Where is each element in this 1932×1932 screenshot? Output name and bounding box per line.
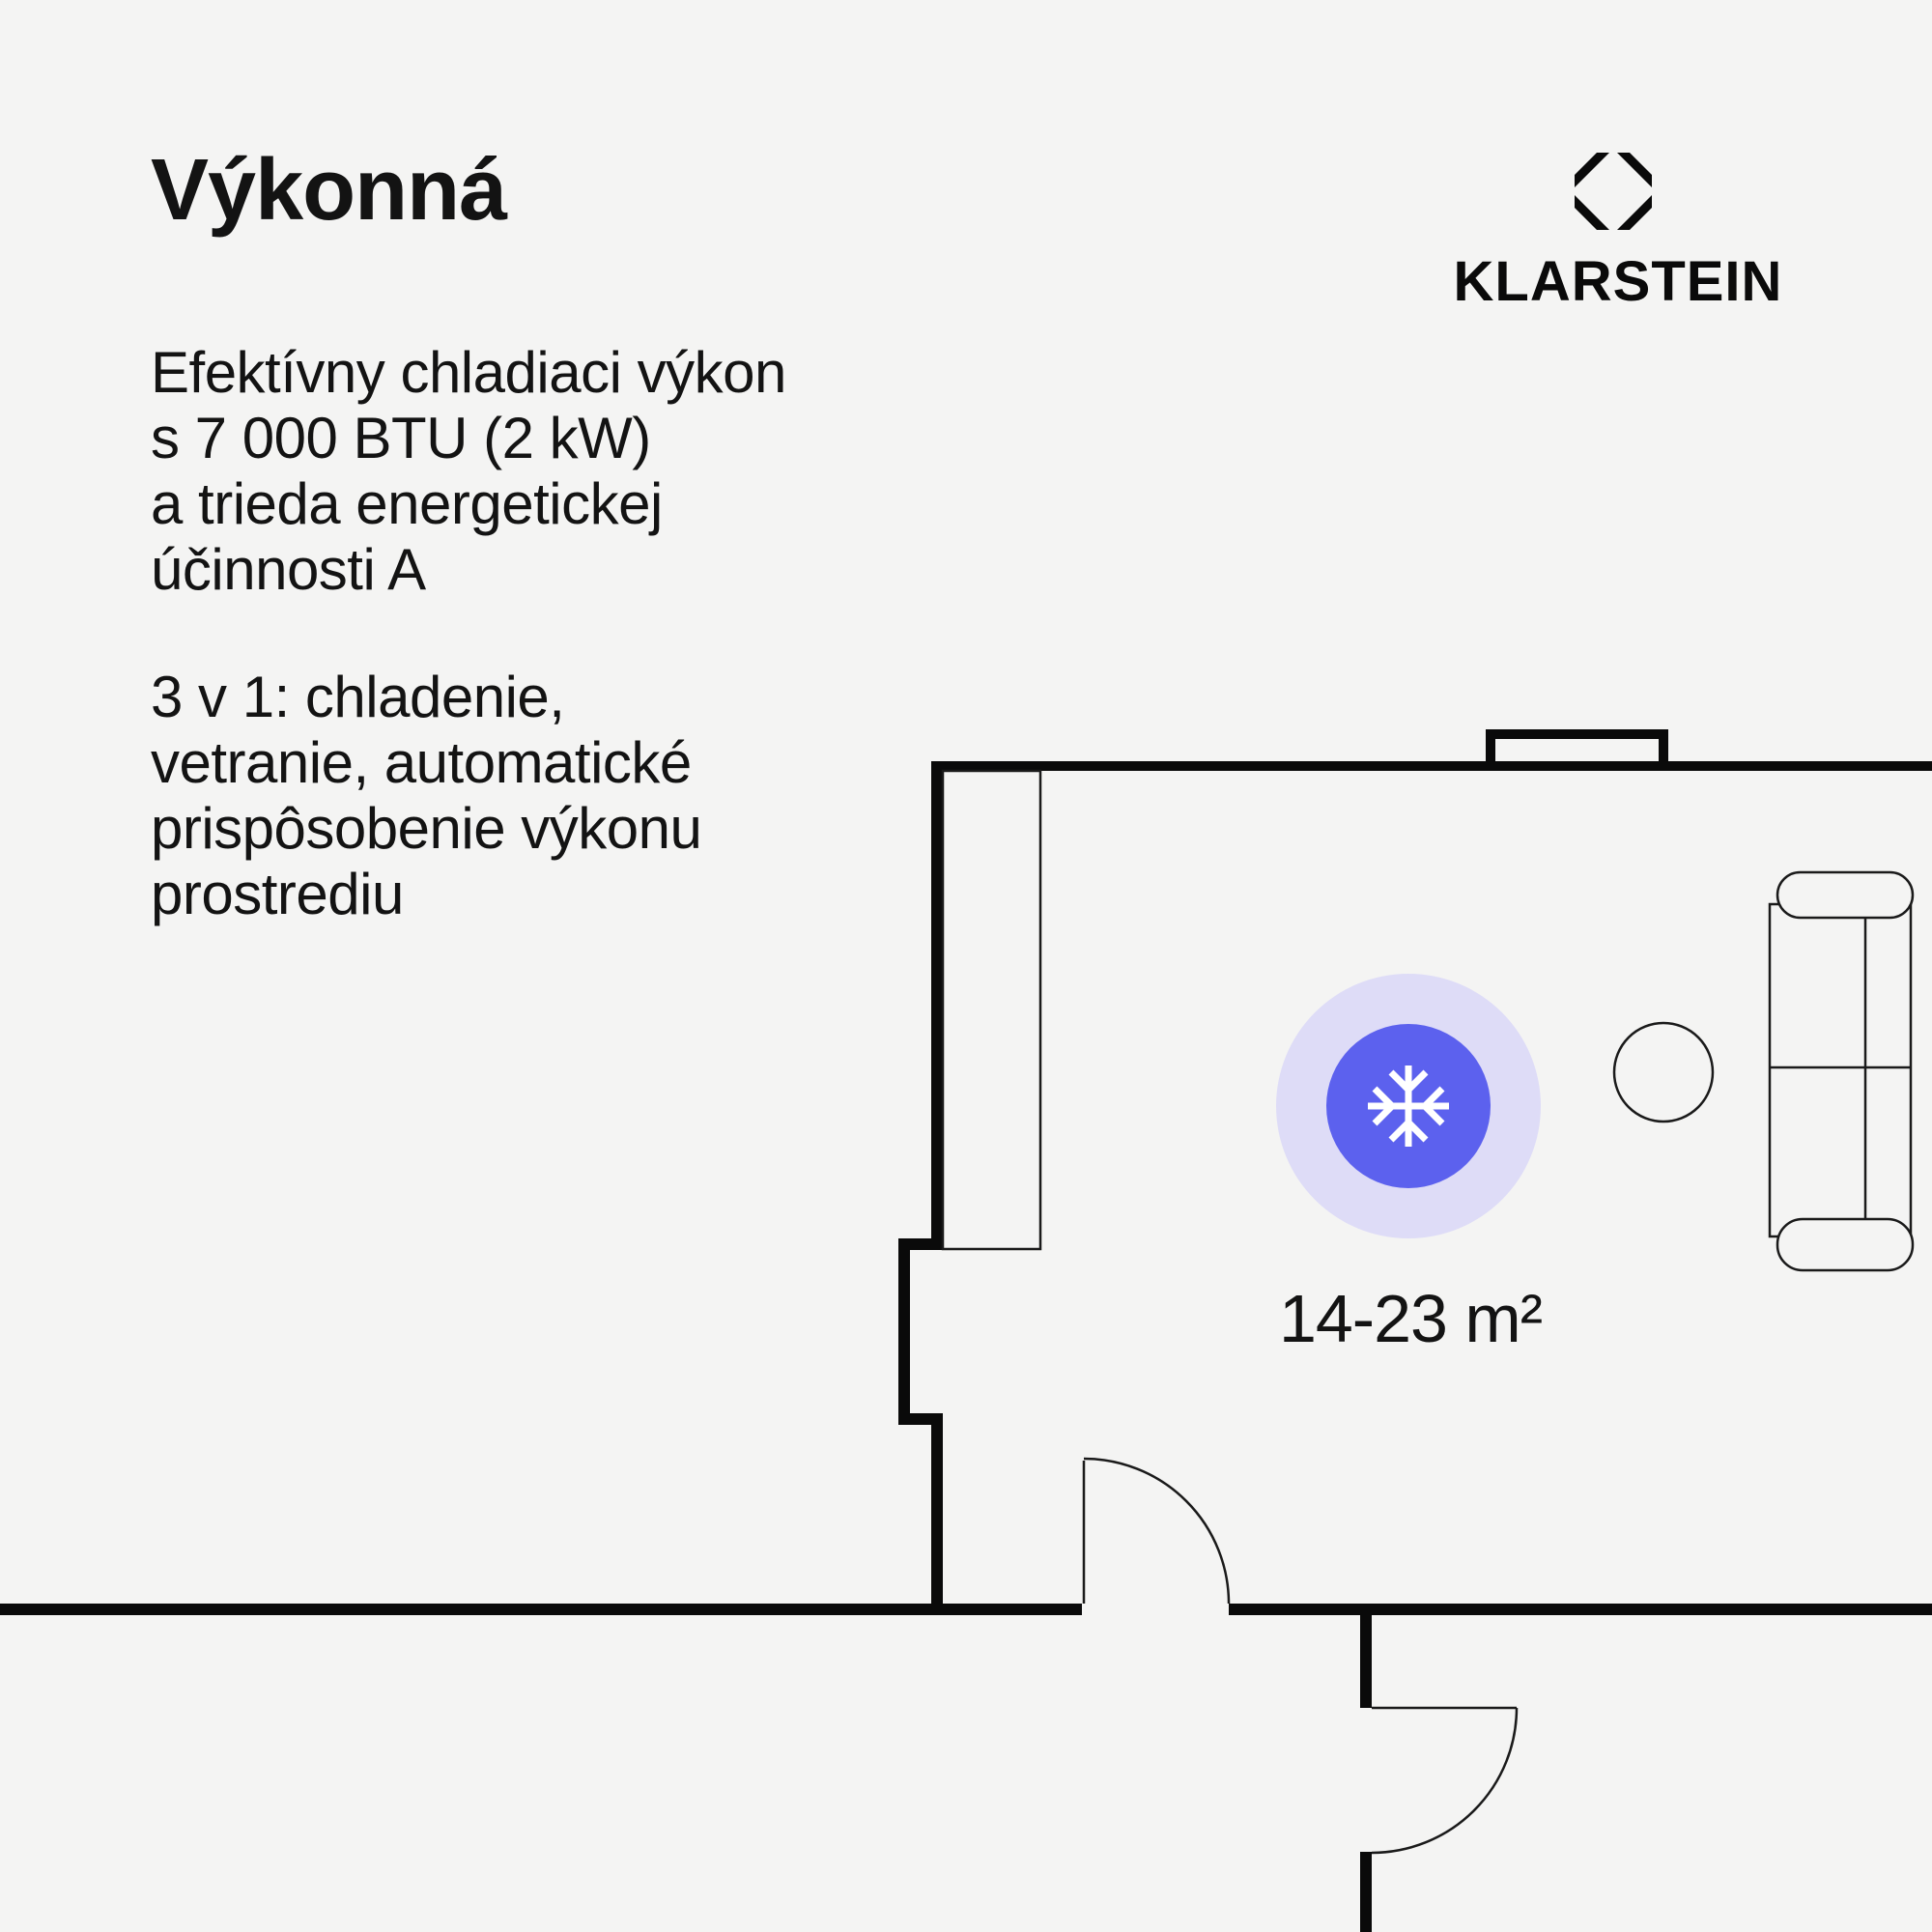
klarstein-logo-icon xyxy=(1575,153,1652,230)
room-area-label: 14-23 m² xyxy=(1278,1281,1543,1356)
door-main-swing-arc xyxy=(1083,1457,1231,1605)
cooling-zone-marker xyxy=(1276,974,1541,1238)
sofa-armrest-top xyxy=(1776,870,1915,920)
snowflake-icon xyxy=(1368,1065,1449,1147)
wall-top-bump xyxy=(1486,729,1668,771)
fixtures xyxy=(941,769,1915,1855)
walls xyxy=(0,729,1932,1932)
feature-paragraph-3in1: 3 v 1: chladenie, vetranie, automatické … xyxy=(151,665,702,926)
logo-diamond-cutout xyxy=(1575,153,1652,230)
wall-left-with-notch xyxy=(898,761,943,1615)
feature-paragraph-cooling-power: Efektívny chladiaci výkon s 7 000 BTU (2… xyxy=(151,340,786,602)
page-title: Výkonná xyxy=(151,142,507,239)
door-side-swing-arc xyxy=(1371,1707,1519,1855)
sofa-body xyxy=(1768,902,1913,1238)
sofa xyxy=(1768,870,1915,1272)
brand-wordmark: KLARSTEIN xyxy=(1453,250,1783,313)
side-table xyxy=(1612,1021,1715,1123)
sofa-armrest-bottom xyxy=(1776,1217,1915,1272)
window-recess xyxy=(941,769,1042,1251)
